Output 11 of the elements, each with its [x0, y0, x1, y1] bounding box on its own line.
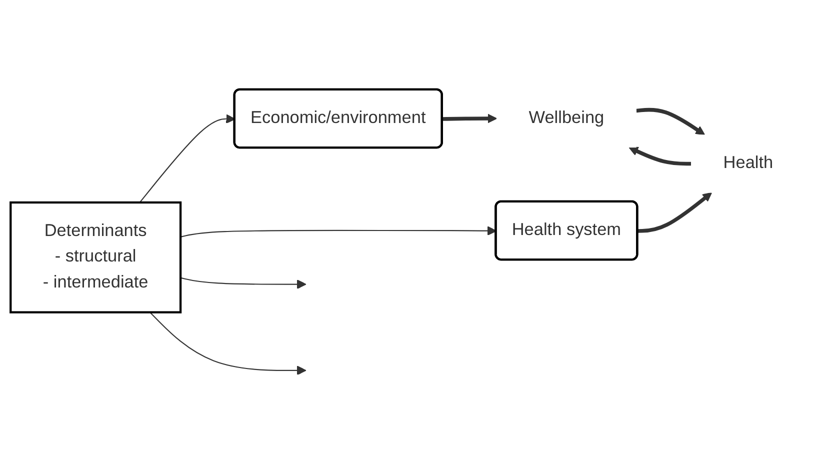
- node-text: Health: [723, 154, 774, 172]
- arrow: [442, 113, 497, 123]
- arrow: [150, 311, 306, 375]
- arrow: [180, 226, 497, 237]
- arrow: [139, 114, 236, 202]
- node-text: Wellbeing: [528, 108, 604, 127]
- arrow: [628, 146, 691, 166]
- arrow: [636, 107, 705, 135]
- arrow: [638, 192, 712, 232]
- arrow: [180, 276, 306, 289]
- node-box: Determinants - structural - intermediate: [10, 200, 182, 313]
